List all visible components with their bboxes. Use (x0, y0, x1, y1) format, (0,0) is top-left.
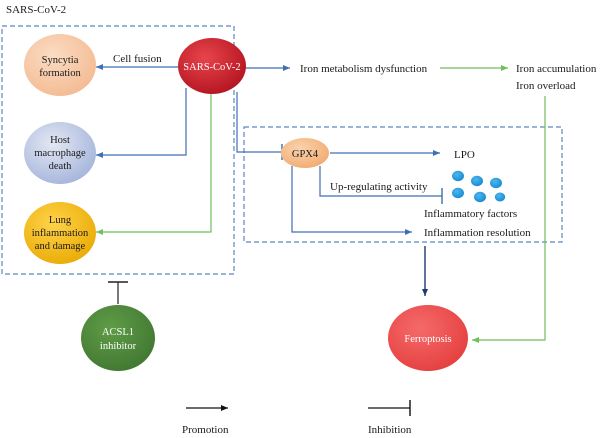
host-line-2: macrophage (34, 148, 86, 159)
node-syncytia: Syncytia formation (24, 34, 96, 96)
arrow-host-death (96, 88, 187, 158)
gpx4-label: GPX4 (292, 149, 319, 160)
label-iron-dysfunction: Iron metabolism dysfunction (300, 63, 428, 75)
label-iron-overload: Iron overload (516, 80, 576, 92)
label-lpo: LPO (454, 149, 475, 161)
label-inflammatory-factors: Inflammatory factors (424, 208, 517, 220)
host-line-1: Host (50, 135, 70, 146)
dot (474, 191, 486, 203)
inflammatory-factor-dots (452, 170, 506, 203)
dot (452, 187, 464, 199)
syncytia-line-1: Syncytia (42, 55, 79, 66)
dot (452, 170, 464, 182)
arrow-iron-to-ferroptosis (472, 96, 546, 343)
ferroptosis-label: Ferroptosis (404, 334, 451, 345)
legend: Promotion Inhibition (182, 400, 412, 436)
label-upregulating: Up-regulating activity (330, 181, 428, 193)
node-lung-inflammation: Lung inflammation and damage (24, 202, 96, 264)
figure-title: SARS-CoV-2 (6, 4, 66, 16)
acsl1-line-1: ACSL1 (102, 327, 134, 338)
inhibit-sars-gpx4 (236, 92, 282, 153)
arrow-lung-damage (96, 92, 212, 235)
node-host-macrophage: Host macrophage death (24, 122, 96, 184)
host-line-3: death (49, 161, 72, 172)
node-ferroptosis: Ferroptosis (388, 305, 468, 371)
legend-inhibition-label: Inhibition (368, 424, 412, 436)
lung-line-1: Lung (49, 215, 72, 226)
label-cell-fusion: Cell fusion (113, 53, 162, 65)
syncytia-line-2: formation (39, 68, 81, 79)
arrow-inflammation-resolution (291, 166, 412, 235)
acsl1-line-2: inhibitor (100, 341, 137, 352)
dot (494, 192, 506, 202)
dot (471, 175, 483, 187)
label-inflammation-resolution: Inflammation resolution (424, 227, 531, 239)
lung-line-3: and damage (35, 241, 86, 252)
sars-label: SARS-CoV-2 (183, 62, 240, 73)
label-iron-accumulation: Iron accumulation (516, 63, 597, 75)
left-dashed-group (1, 25, 235, 275)
dot (490, 177, 502, 189)
node-sars-cov-2: SARS-CoV-2 (178, 38, 246, 94)
inhibit-upregulating (319, 166, 442, 197)
node-acsl1-inhibitor: ACSL1 inhibitor (81, 305, 155, 371)
legend-promotion-label: Promotion (182, 424, 229, 436)
lung-line-2: inflammation (32, 228, 89, 239)
gpx4-dashed-group (243, 126, 563, 243)
node-gpx4: GPX4 (281, 138, 329, 168)
